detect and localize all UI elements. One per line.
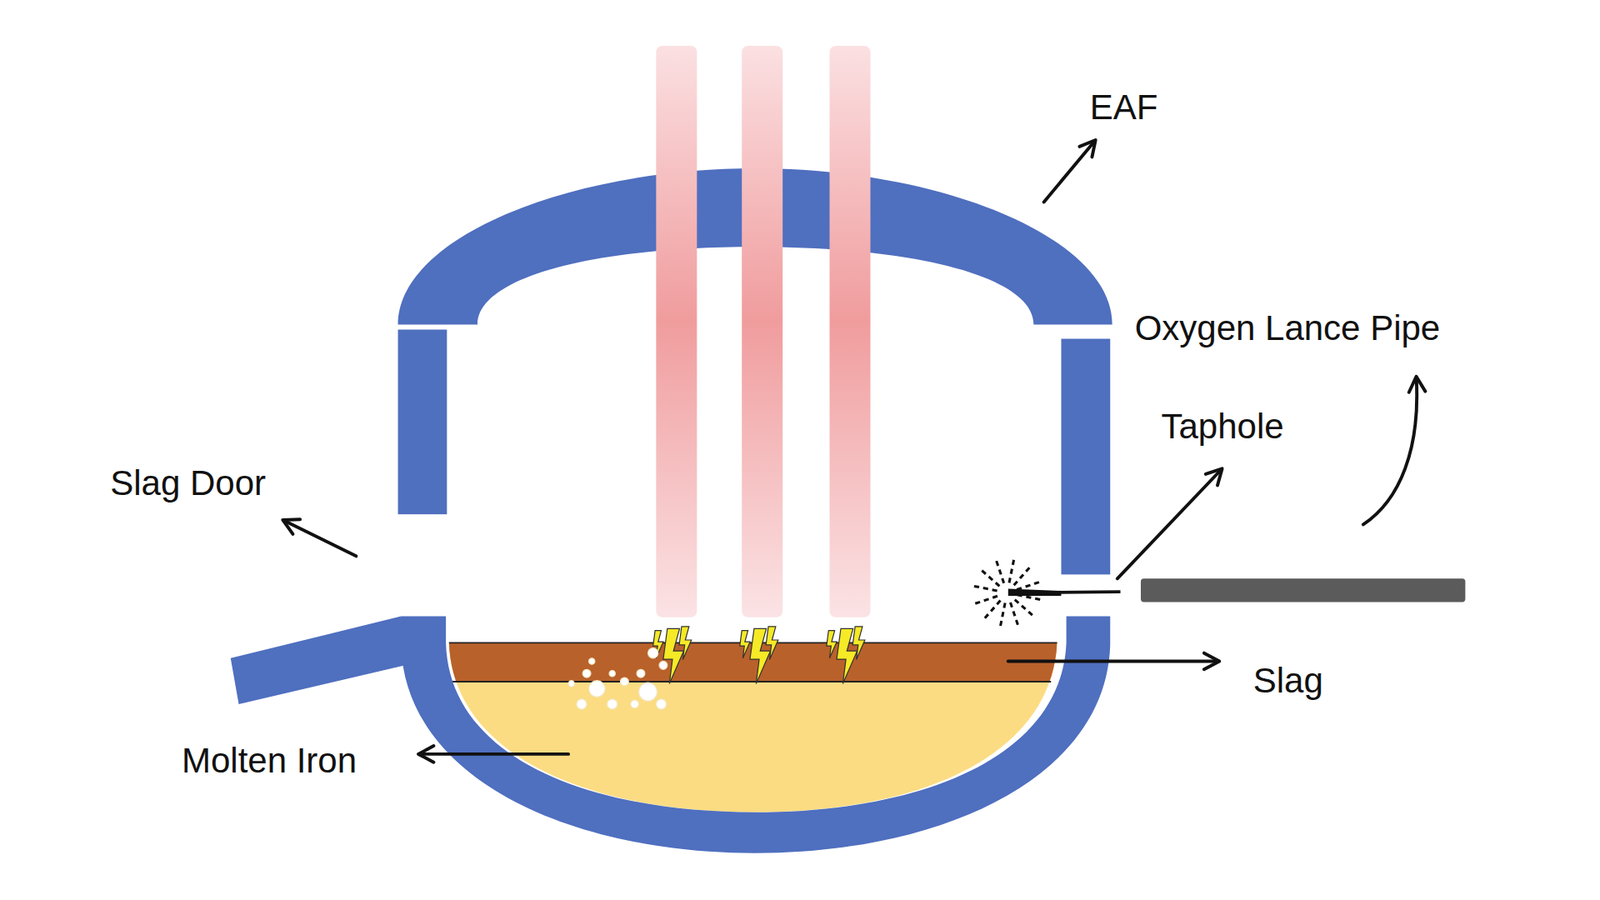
oxygen-lance bbox=[973, 559, 1466, 628]
spark-ray bbox=[980, 570, 1000, 586]
bubble bbox=[589, 658, 595, 665]
eaf-part bbox=[230, 616, 414, 705]
arc-bolt bbox=[852, 626, 865, 660]
bubble bbox=[609, 670, 615, 676]
spark-ray bbox=[1015, 600, 1034, 616]
spark-ray bbox=[1010, 602, 1018, 626]
eaf-part bbox=[741, 45, 783, 618]
eaf-part bbox=[1140, 578, 1465, 602]
eaf-part bbox=[1363, 377, 1417, 525]
eaf-part bbox=[398, 330, 448, 515]
spark-ray bbox=[974, 595, 998, 604]
eaf-part bbox=[1008, 660, 1219, 664]
eaf-part bbox=[450, 680, 1051, 683]
bubble bbox=[648, 648, 659, 659]
arc-bolt bbox=[740, 630, 750, 659]
eaf-part bbox=[283, 520, 356, 556]
spark-ray bbox=[984, 600, 1000, 620]
bubble bbox=[655, 699, 666, 710]
bubble bbox=[568, 680, 575, 687]
bubble bbox=[636, 669, 645, 678]
eaf-part bbox=[400, 616, 1110, 854]
gas-bubbles bbox=[568, 648, 668, 710]
bubble bbox=[582, 669, 591, 678]
spark-ray bbox=[1016, 581, 1040, 590]
spark-ray bbox=[973, 585, 998, 591]
bubble bbox=[659, 660, 668, 670]
bubble bbox=[589, 680, 606, 698]
eaf-part bbox=[1117, 469, 1222, 579]
spark-ray bbox=[1000, 602, 1005, 627]
eaf-part bbox=[1008, 589, 1062, 597]
eaf-part bbox=[1060, 339, 1110, 575]
eaf-part bbox=[655, 45, 697, 618]
bubble bbox=[620, 677, 629, 686]
part-label: EAF bbox=[1090, 87, 1159, 126]
electrodes bbox=[655, 45, 870, 618]
bubble bbox=[576, 699, 587, 710]
bubble bbox=[639, 682, 658, 701]
spark-ray bbox=[995, 560, 1004, 584]
spark-ray bbox=[1014, 566, 1030, 585]
arc-bolt bbox=[826, 630, 837, 659]
part-label: Slag Door bbox=[110, 464, 266, 503]
eaf-part bbox=[973, 559, 1042, 628]
arc-bolts bbox=[653, 626, 865, 685]
eaf-part bbox=[419, 752, 569, 756]
spark-ray bbox=[1017, 595, 1042, 600]
arc-bolt bbox=[679, 626, 692, 660]
leader-arrows bbox=[283, 140, 1417, 755]
part-label: Molten Iron bbox=[181, 741, 357, 780]
eaf-part bbox=[830, 45, 871, 618]
part-label: Taphole bbox=[1160, 407, 1284, 446]
bubble bbox=[630, 700, 640, 709]
part-label: Slag bbox=[1253, 661, 1324, 700]
bubble bbox=[607, 699, 618, 710]
eaf-part bbox=[1044, 140, 1095, 202]
spark-ray bbox=[1009, 559, 1015, 584]
part-label: Oxygen Lance Pipe bbox=[1135, 309, 1441, 348]
arc-bolt bbox=[765, 626, 779, 660]
